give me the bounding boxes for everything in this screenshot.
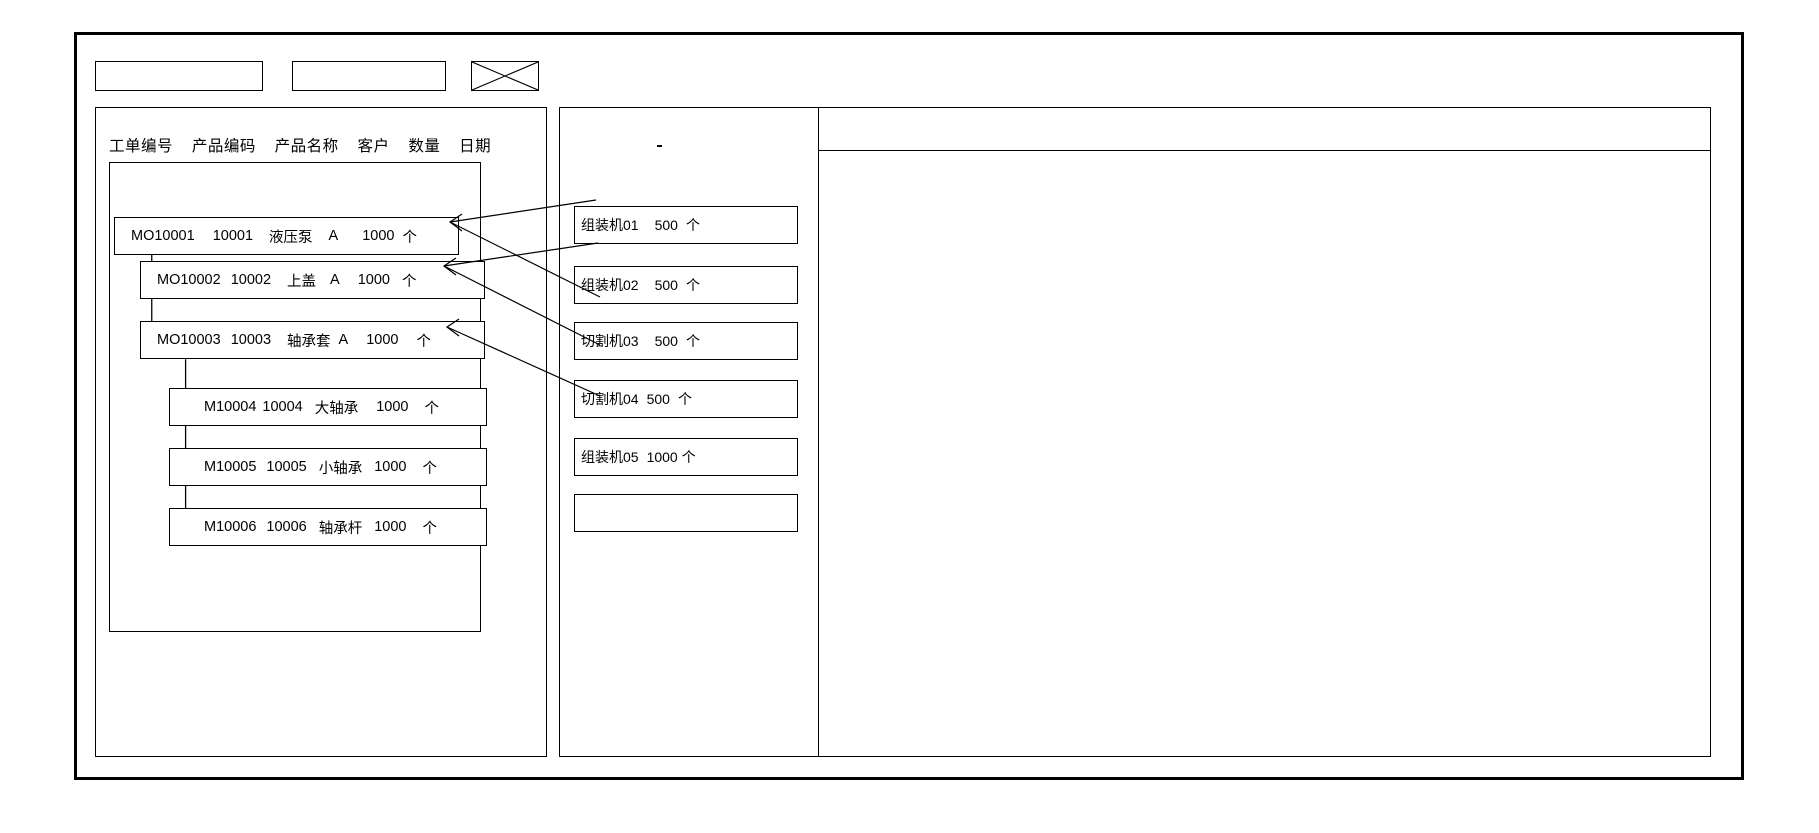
row-qty: 1000 bbox=[376, 399, 409, 415]
machine-unit: 个 bbox=[685, 277, 700, 293]
detail-panel bbox=[818, 107, 1711, 757]
row-unit: 个 bbox=[422, 460, 438, 477]
column-header-customer: 客户 bbox=[357, 138, 390, 155]
row-customer: A bbox=[328, 228, 339, 244]
work-order-panel: 工单编号 产品编码 产品名称 客户 数量 日期 bbox=[95, 107, 547, 757]
column-header-product-code: 产品编码 bbox=[191, 138, 256, 155]
window-frame: 工单编号 产品编码 产品名称 客户 数量 日期 bbox=[74, 32, 1744, 780]
row-order-no: M10006 bbox=[204, 519, 257, 535]
machine-assignment-panel: 组装机01 500 个 组装机02 500 个 切割机03 500 个 切割机0… bbox=[559, 107, 819, 757]
row-product-code: 10004 bbox=[262, 399, 303, 415]
row-unit: 个 bbox=[422, 520, 438, 537]
table-row[interactable]: MO10003 10003 轴承套 A 1000 个 bbox=[140, 321, 485, 359]
machine-name: 切割机04 bbox=[581, 391, 639, 407]
list-item-empty[interactable] bbox=[574, 494, 798, 532]
table-row[interactable]: M10004 10004 大轴承 1000 个 bbox=[169, 388, 487, 426]
row-qty: 1000 bbox=[366, 332, 399, 348]
machine-qty: 500 bbox=[646, 391, 670, 407]
row-unit: 个 bbox=[401, 273, 417, 290]
row-product-code: 10001 bbox=[212, 228, 254, 244]
machine-name: 组装机02 bbox=[581, 277, 639, 293]
row-product-name: 液压泵 bbox=[269, 229, 313, 246]
column-header-qty: 数量 bbox=[408, 138, 441, 155]
table-row[interactable]: M10005 10005 小轴承 1000 个 bbox=[169, 448, 487, 486]
cursor-dot-marker bbox=[657, 145, 662, 147]
row-unit: 个 bbox=[424, 400, 440, 417]
row-qty: 1000 bbox=[374, 519, 407, 535]
row-order-no: MO10001 bbox=[131, 228, 195, 244]
toolbar-input-2[interactable] bbox=[292, 61, 446, 91]
row-qty: 1000 bbox=[357, 272, 390, 288]
machine-name: 组装机05 bbox=[581, 449, 639, 465]
table-row[interactable]: MO10002 10002 上盖 A 1000 个 bbox=[140, 261, 485, 299]
row-product-name: 轴承套 bbox=[287, 333, 331, 350]
row-product-code: 10005 bbox=[266, 459, 307, 475]
column-header-order-no: 工单编号 bbox=[109, 138, 174, 155]
row-product-code: 10003 bbox=[230, 332, 272, 348]
column-header-date: 日期 bbox=[459, 138, 492, 155]
crossed-box-icon bbox=[472, 62, 538, 90]
row-unit: 个 bbox=[416, 333, 431, 350]
machine-unit: 个 bbox=[677, 391, 692, 407]
machine-name: 切割机03 bbox=[581, 333, 639, 349]
machine-qty: 1000 bbox=[646, 449, 678, 465]
column-header-product-name: 产品名称 bbox=[274, 138, 339, 155]
detail-panel-header bbox=[819, 150, 1710, 151]
row-product-name: 上盖 bbox=[287, 273, 317, 290]
image-placeholder-icon[interactable] bbox=[471, 61, 539, 91]
row-order-no: M10004 bbox=[204, 399, 257, 415]
machine-unit: 个 bbox=[681, 449, 696, 465]
row-customer: A bbox=[330, 272, 340, 288]
row-qty: 1000 bbox=[374, 459, 407, 475]
table-row[interactable]: M10006 10006 轴承杆 1000 个 bbox=[169, 508, 487, 546]
row-qty: 1000 bbox=[362, 228, 395, 244]
list-item[interactable]: 组装机02 500 个 bbox=[574, 266, 798, 304]
row-product-code: 10002 bbox=[230, 272, 272, 288]
row-product-code: 10006 bbox=[266, 519, 307, 535]
list-item[interactable]: 切割机04 500 个 bbox=[574, 380, 798, 418]
row-order-no: M10005 bbox=[204, 459, 257, 475]
row-order-no: MO10002 bbox=[157, 272, 221, 288]
list-item[interactable]: 切割机03 500 个 bbox=[574, 322, 798, 360]
machine-qty: 500 bbox=[654, 333, 678, 349]
machine-qty: 500 bbox=[654, 217, 678, 233]
row-product-name: 大轴承 bbox=[314, 400, 359, 417]
row-order-no: MO10003 bbox=[157, 332, 221, 348]
toolbar-input-1[interactable] bbox=[95, 61, 263, 91]
table-row[interactable]: MO10001 10001 液压泵 A 1000 个 bbox=[114, 217, 459, 255]
detail-panel-body[interactable] bbox=[819, 152, 1710, 756]
machine-unit: 个 bbox=[685, 333, 700, 349]
machine-qty: 500 bbox=[654, 277, 678, 293]
work-order-column-headers: 工单编号 产品编码 产品名称 客户 数量 日期 bbox=[109, 134, 491, 156]
row-customer: A bbox=[338, 332, 349, 348]
row-product-name: 轴承杆 bbox=[318, 520, 363, 537]
machine-name: 组装机01 bbox=[581, 217, 639, 233]
list-item[interactable]: 组装机05 1000 个 bbox=[574, 438, 798, 476]
row-unit: 个 bbox=[402, 229, 417, 246]
row-product-name: 小轴承 bbox=[318, 460, 363, 477]
list-item[interactable]: 组装机01 500 个 bbox=[574, 206, 798, 244]
machine-unit: 个 bbox=[685, 217, 700, 233]
